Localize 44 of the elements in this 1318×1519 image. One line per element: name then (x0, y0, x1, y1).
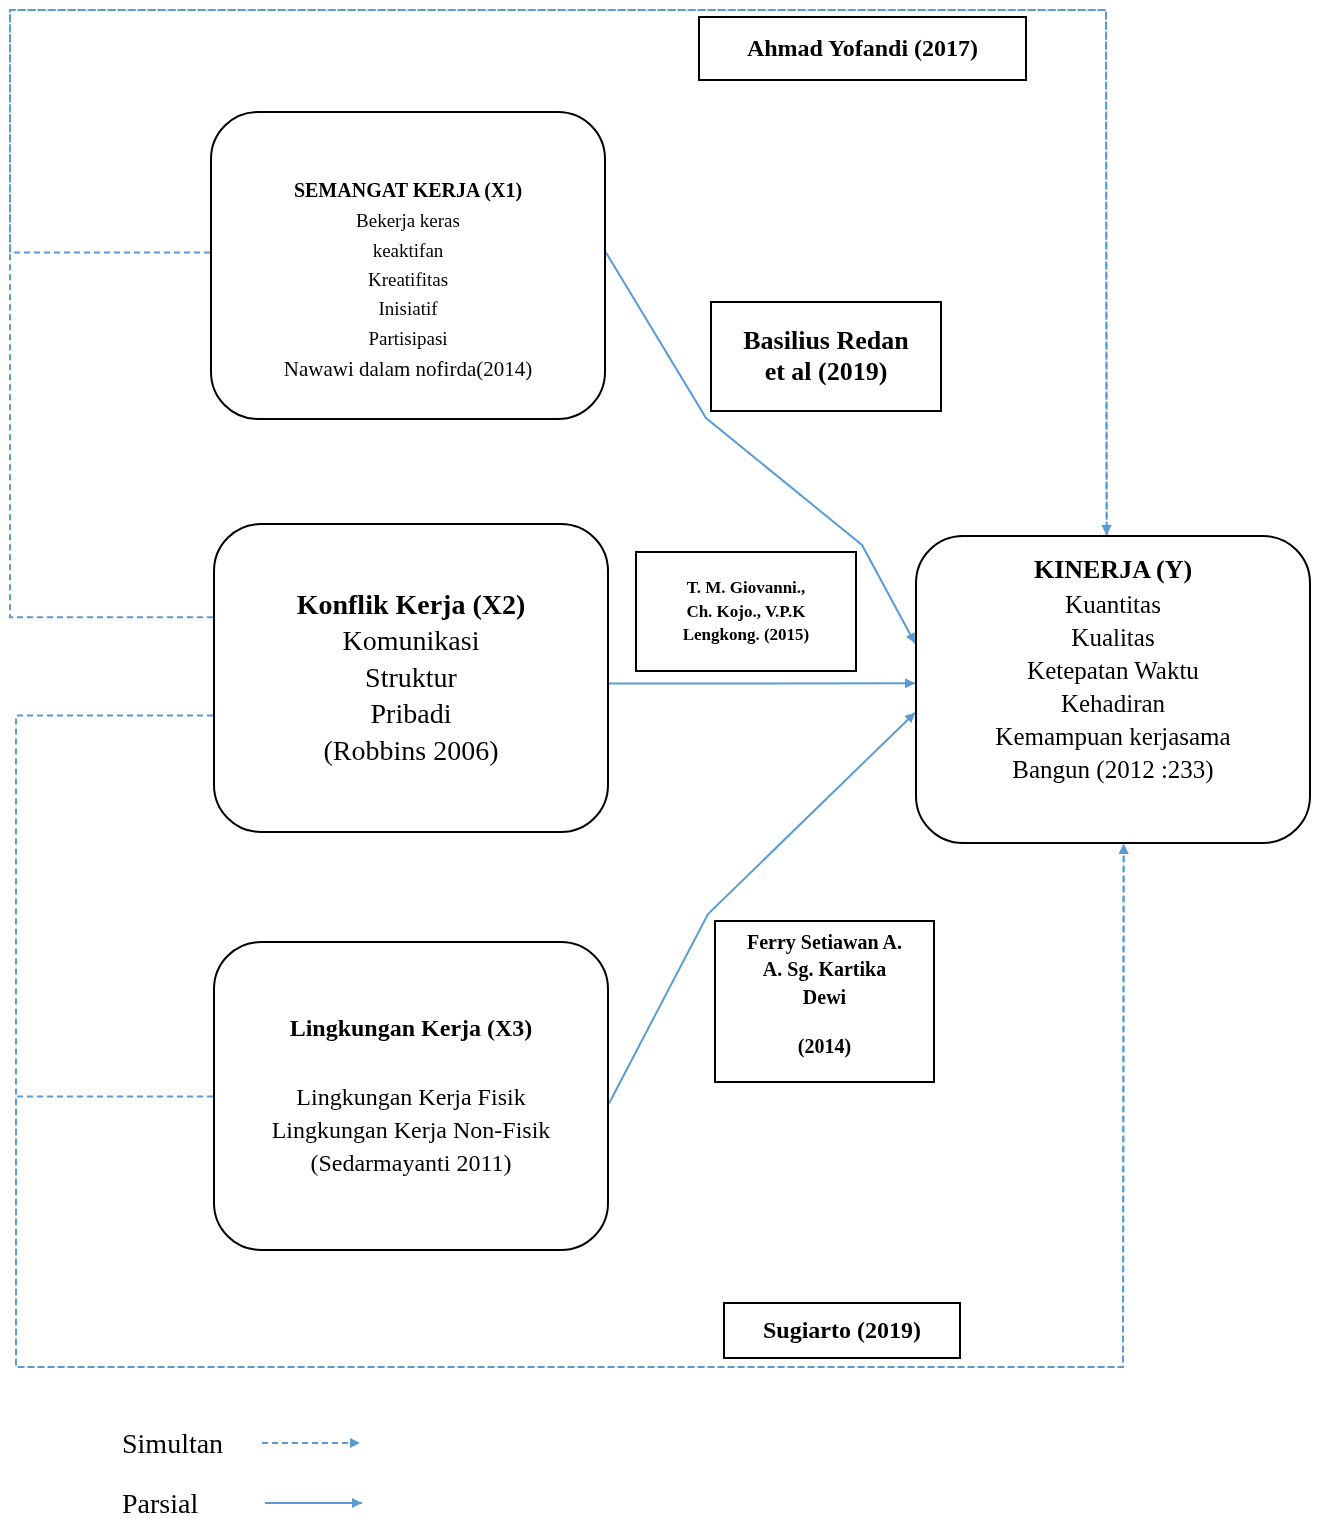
rounded-box (210, 111, 606, 420)
rounded-box (213, 941, 609, 1251)
indicator-text: Kuantitas (1065, 589, 1161, 620)
indicator-text: Kualitas (1071, 622, 1155, 653)
citation-text: Ahmad Yofandi (2017) (746, 34, 979, 63)
citation-text: Sugiarto (2019) (763, 1316, 921, 1345)
indicator-text: Pribadi (370, 697, 452, 732)
citation-box (698, 16, 1027, 81)
arrow (605, 251, 916, 645)
citation-text: T. M. Giovanni., Ch. Kojo., V.P.K Lengkong. (2015) (681, 576, 811, 647)
citation-box (714, 920, 935, 1083)
indicator-text: Struktur (365, 660, 457, 695)
indicator-text: Lingkungan Kerja Non-Fisik (271, 1116, 551, 1145)
rounded-box (213, 523, 609, 833)
variable-title: SEMANGAT KERJA (X1) (293, 178, 523, 204)
indicator-text: Komunikasi (342, 624, 480, 659)
indicator-text: Inisiatif (378, 297, 438, 322)
citation-text: (2014) (797, 1033, 852, 1060)
citation-text: Ferry Setiawan A. A. Sg. Kartika Dewi (746, 929, 903, 1010)
citation-box (723, 1302, 961, 1359)
indicator-text: (Sedarmayanti 2011) (310, 1149, 512, 1179)
indicator-text: Partisipasi (368, 326, 448, 351)
indicator-text: keaktifan (372, 238, 444, 263)
rounded-box (915, 535, 1311, 844)
variable-title: Konflik Kerja (X2) (296, 588, 526, 622)
arrow (608, 678, 916, 689)
indicator-text: (Robbins 2006) (323, 733, 499, 768)
indicator-text: Lingkungan Kerja Fisik (296, 1082, 526, 1112)
variable-title: Lingkungan Kerja (X3) (289, 1013, 533, 1043)
indicator-text: Kehadiran (1060, 688, 1166, 719)
arrow (608, 711, 916, 1105)
indicator-text: Bekerja keras (356, 209, 460, 234)
indicator-text: Kemampuan kerjasama (995, 721, 1231, 752)
citation-box (635, 551, 857, 672)
legend-label: Parsial (122, 1490, 199, 1518)
variable-title: KINERJA (Y) (1033, 554, 1193, 587)
indicator-text: Bangun (2012 :233) (1012, 754, 1214, 786)
citation-box (710, 301, 942, 412)
indicator-text: Ketepatan Waktu (1027, 655, 1199, 686)
indicator-text: Nawawi dalam nofirda(2014) (283, 356, 533, 384)
legend-label: Simultan (122, 1430, 224, 1458)
indicator-text: Kreatifitas (367, 268, 449, 292)
citation-text: Basilius Redan et al (2019) (742, 325, 910, 388)
dashed-arrow (15, 843, 1129, 1368)
